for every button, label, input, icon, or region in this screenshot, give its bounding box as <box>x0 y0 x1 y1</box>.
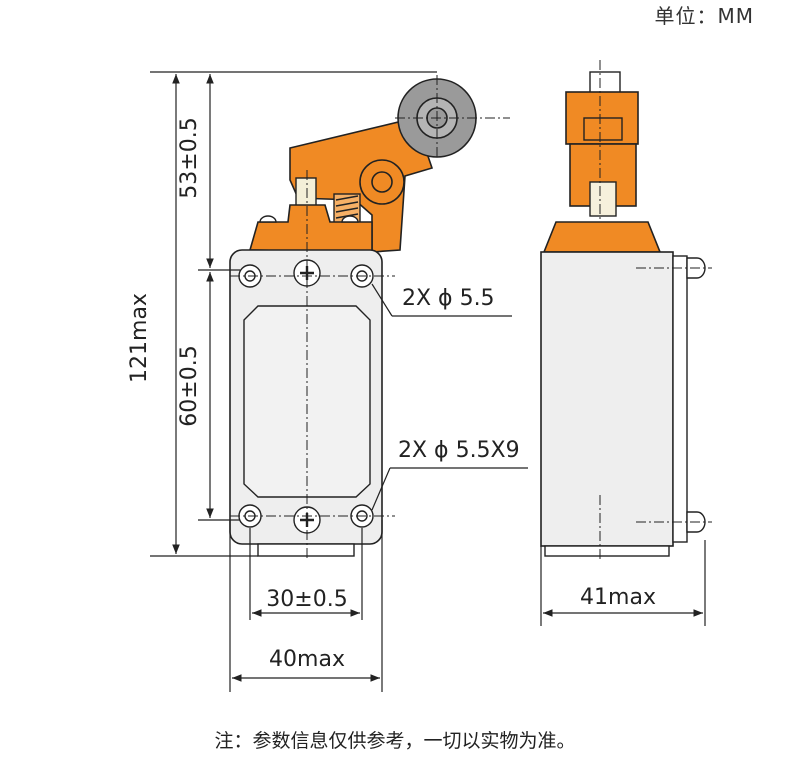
dim-mount-height: 60±0.5 <box>177 345 202 426</box>
side-body <box>540 251 674 547</box>
pivot-inner <box>371 171 393 193</box>
dim-body-width: 40max <box>269 647 345 672</box>
hole-label-top: 2X ϕ 5.5 <box>402 286 495 311</box>
side-view <box>540 60 712 560</box>
side-back-plate <box>672 255 688 543</box>
dim-mount-width: 30±0.5 <box>266 587 347 612</box>
head-screws <box>259 215 359 223</box>
side-plunger-top <box>589 71 621 95</box>
dim-top-height: 53±0.5 <box>177 117 202 198</box>
disclaimer-note: 注：参数信息仅供参考，一切以实物为准。 <box>214 730 576 752</box>
dim-side-depth: 41max <box>580 585 656 610</box>
hole-label-bottom: 2X ϕ 5.5X9 <box>398 438 520 463</box>
side-plunger <box>589 181 617 217</box>
side-roller-slot <box>583 117 623 141</box>
unit-label: 单位：MM <box>654 4 754 28</box>
side-center-lines <box>599 60 712 560</box>
dim-total-height: 121max <box>127 293 152 383</box>
body-cover <box>243 305 371 498</box>
front-view <box>229 75 510 560</box>
side-head <box>542 221 662 253</box>
dimension-lines <box>150 71 706 692</box>
plunger <box>295 177 317 207</box>
bottom-strip <box>257 543 355 557</box>
side-screws <box>686 257 706 533</box>
side-bottom-strip <box>544 545 670 557</box>
center-lines <box>230 75 510 560</box>
